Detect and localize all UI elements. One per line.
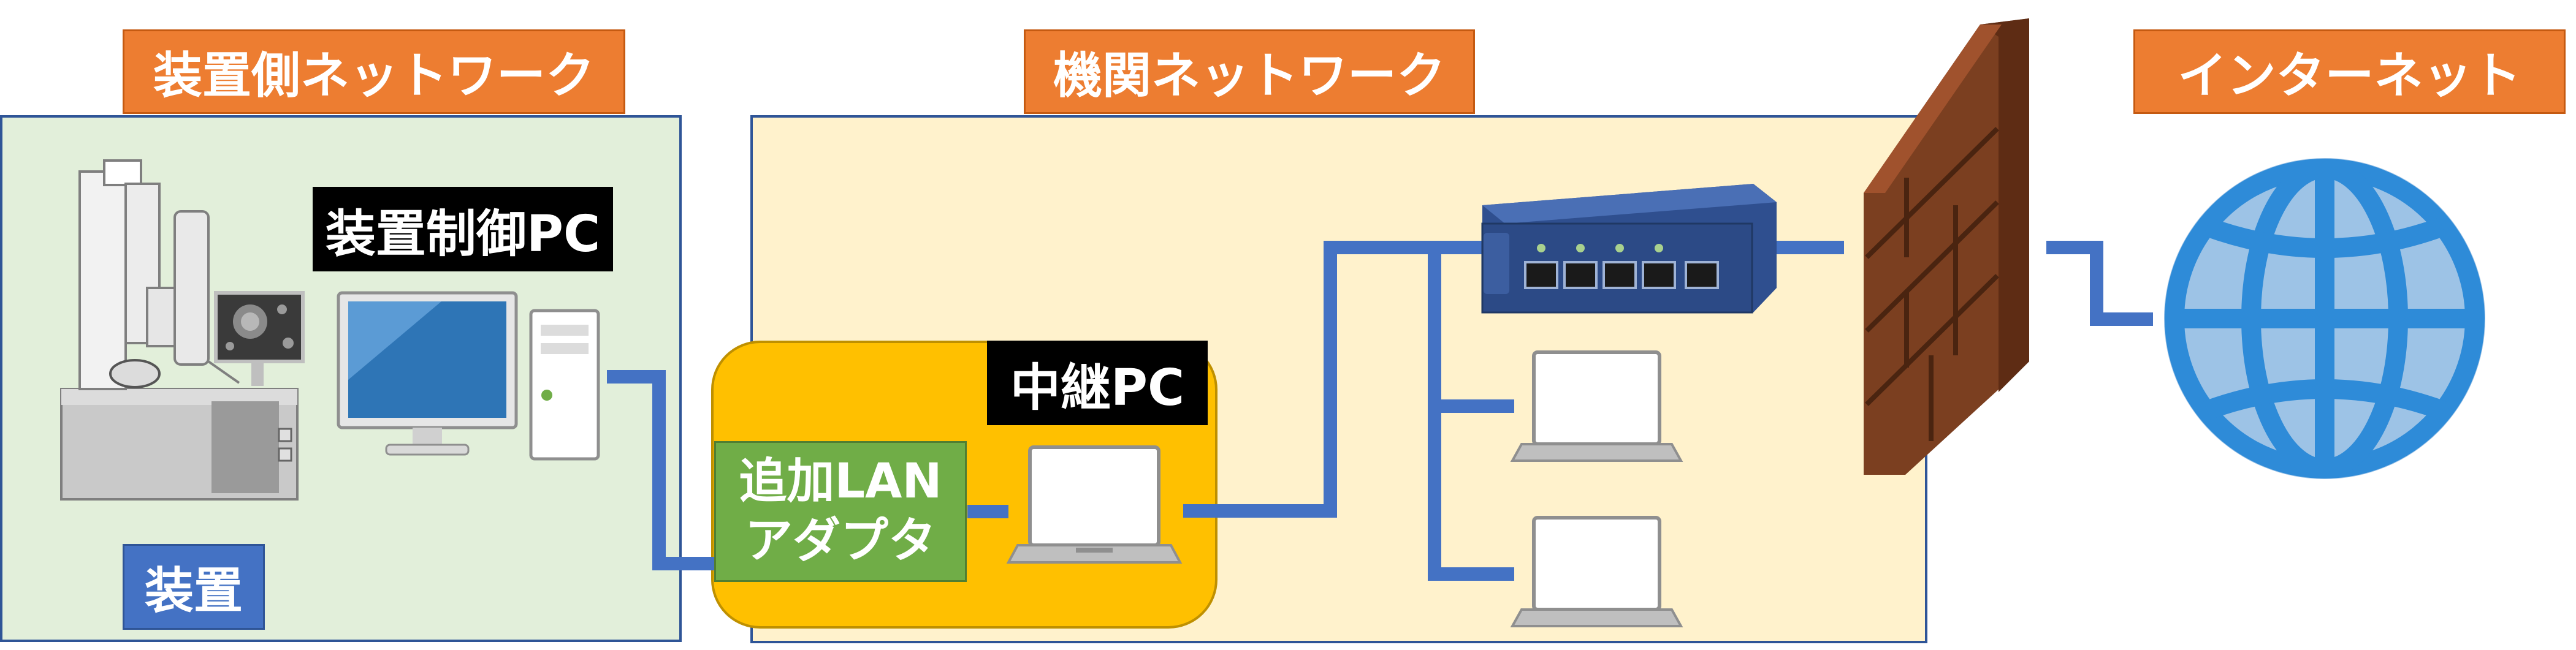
- cable-pc-to-adapter: [607, 370, 714, 570]
- firewall-icon: [1864, 18, 2029, 475]
- cables: [607, 241, 2153, 581]
- cable-firewall-to-internet: [2046, 241, 2153, 326]
- cable-relay-to-trunk: [1183, 241, 1482, 518]
- lan-adapter-label: 追加LAN アダプタ: [714, 441, 967, 582]
- relay-pc-label: 中継PC: [987, 341, 1208, 425]
- institution-network-label: 機関ネットワーク: [1024, 29, 1475, 114]
- control-pc-label: 装置制御PC: [313, 187, 613, 271]
- laptop-icon: [1006, 445, 1183, 564]
- monitor-icon: [337, 291, 518, 456]
- network-switch-icon: [1481, 184, 1777, 314]
- internet-label: インターネット: [2133, 29, 2566, 114]
- globe-icon: [2164, 158, 2485, 479]
- microscope-icon: [60, 159, 299, 501]
- pc-tower-icon: [529, 309, 600, 461]
- device-network-label: 装置側ネットワーク: [123, 29, 625, 114]
- cable-trunk-to-laptop1: [1428, 248, 1514, 581]
- lan-adapter-line1: 追加LAN: [739, 453, 942, 509]
- device-label: 装置: [123, 544, 265, 630]
- laptop-icon: [1510, 516, 1683, 627]
- lan-adapter-line2: アダプタ: [744, 513, 936, 569]
- sample-monitor-icon: [214, 291, 305, 386]
- laptop-icon: [1510, 350, 1683, 462]
